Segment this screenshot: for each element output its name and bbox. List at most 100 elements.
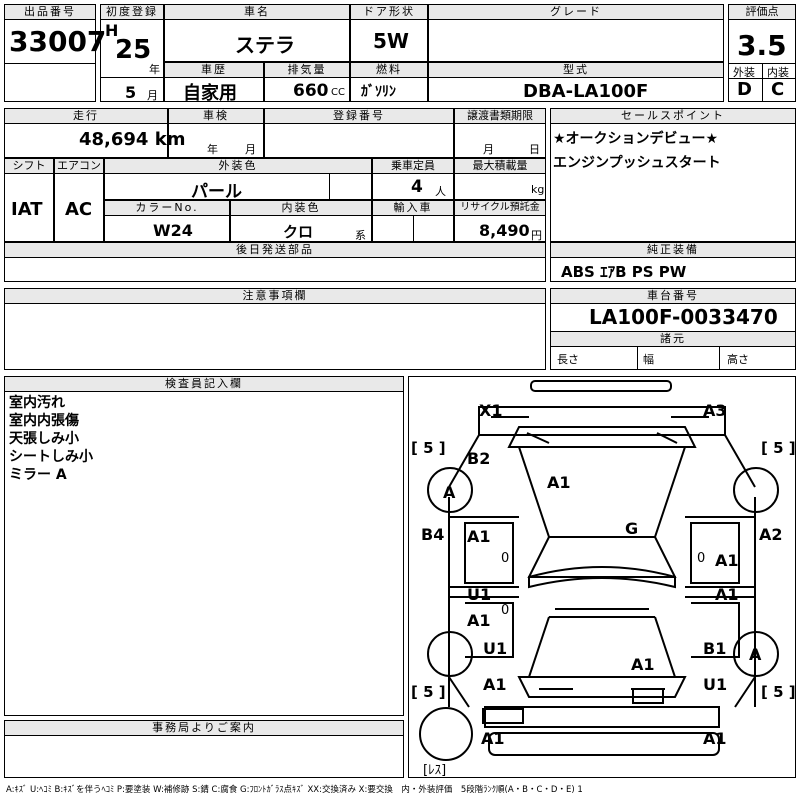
mark-b2: B2 xyxy=(467,449,491,468)
mark-a1-lr-door: A1 xyxy=(467,611,491,630)
lot-number-label: 出品番号 xyxy=(5,5,95,20)
caution-cell: 注意事項欄 xyxy=(4,288,546,370)
tire-front-right xyxy=(733,467,779,513)
displacement: 660 xyxy=(293,81,329,101)
mark-a1-rl-quarter: A1 xyxy=(483,675,507,694)
mark-g: G xyxy=(625,519,639,538)
score: 3.5 xyxy=(737,29,787,62)
first-registration-cell: 初度登録 H 25 年 5 月 xyxy=(100,4,164,102)
caution-label: 注意事項欄 xyxy=(5,289,545,304)
ac-cell: エアコン AC xyxy=(54,158,104,242)
chassis-number: LA100F-0033470 xyxy=(589,305,778,329)
office-cell: 事務局よりご案内 xyxy=(4,720,404,778)
model: DBA-LA100F xyxy=(523,81,649,102)
history: 自家用 xyxy=(183,83,237,104)
mileage-label: 走行 xyxy=(5,109,167,124)
model-label: 型式 xyxy=(429,63,723,78)
inspector-cell: 検査員記入欄 室内汚れ 室内内張傷 天張しみ小 シートしみ小 ミラー A xyxy=(4,376,404,716)
capacity-unit: 人 xyxy=(435,185,446,198)
width-label: 幅 xyxy=(643,353,654,366)
car-name-cell: 車名 ステラ xyxy=(164,4,350,62)
import-cell: 輸入車 xyxy=(372,200,454,242)
mileage-cell: 走行 48,694 km xyxy=(4,108,185,158)
mark-b1: B1 xyxy=(703,639,727,658)
car-diagram: [ 5 ] [ 5 ] [ 5 ] [ 5 ] [ﾚｽ] X1 A3 B2 A1… xyxy=(408,376,796,778)
score-cell: 評価点 3.5 外装 内装 D C xyxy=(728,4,796,102)
displacement-cell: 排気量 660 CC xyxy=(264,62,350,102)
inspector-line-4: シートしみ小 xyxy=(9,449,93,465)
tire-rl-depth: [ 5 ] xyxy=(411,683,446,701)
legend: A:ｷｽﾞ U:ﾍｺﾐ B:ｷｽﾞを伴うﾍｺﾐ P:要塗装 W:補修跡 S:錆 … xyxy=(6,785,583,795)
inspection-year-unit: 年 xyxy=(207,143,218,156)
equipment: ABS ｴｱB PS PW xyxy=(561,263,687,281)
year: 25 xyxy=(115,35,152,65)
inspection-month-unit: 月 xyxy=(245,143,256,156)
height-label: 高さ xyxy=(727,353,749,366)
color-no-cell: カラーNo. W24 xyxy=(104,200,230,242)
year-unit: 年 xyxy=(149,63,160,76)
door-cell: ドア形状 5W xyxy=(350,4,428,62)
lot-number: 33007 xyxy=(9,25,107,58)
lot-number-cell: 出品番号 33007 xyxy=(4,4,106,102)
ext-color-cell: 外装色 パール xyxy=(104,158,372,202)
fuel: ｶﾞｿﾘﾝ xyxy=(361,84,396,100)
shift-cell: シフト IAT xyxy=(4,158,54,242)
mark-b4: B4 xyxy=(421,525,445,544)
specs-label: 諸元 xyxy=(551,331,795,347)
transfer-month: 月 xyxy=(483,143,494,156)
month-unit: 月 xyxy=(147,89,158,102)
shift: IAT xyxy=(11,199,43,220)
tire-rear-right xyxy=(733,631,779,677)
grade-label: グレード xyxy=(429,5,723,20)
mark-a1-rear-left: A1 xyxy=(481,729,505,748)
reg-number-cell: 登録番号 xyxy=(264,108,454,158)
equipment-label: 純正装備 xyxy=(551,243,795,258)
ac-label: エアコン xyxy=(55,159,103,174)
door: 5W xyxy=(373,29,409,53)
equipment-cell: 純正装備 ABS ｴｱB PS PW xyxy=(550,242,796,282)
interior-score: C xyxy=(771,79,785,100)
fuel-cell: 燃料 ｶﾞｿﾘﾝ xyxy=(350,62,428,102)
mark-a1-rear-glass: A1 xyxy=(631,655,655,674)
tire-rear-left xyxy=(427,631,473,677)
sales-point-label: セールスポイント xyxy=(551,109,795,124)
sales-line-2: エンジンプッシュスタート xyxy=(553,155,721,171)
import-label: 輸入車 xyxy=(373,201,453,216)
color-no-label: カラーNo. xyxy=(105,201,229,216)
inspector-line-2: 室内内張傷 xyxy=(9,413,79,429)
transfer-day: 日 xyxy=(529,143,540,156)
mark-a2: A2 xyxy=(759,525,783,544)
ext-color: パール xyxy=(191,182,242,202)
color-no: W24 xyxy=(153,221,193,240)
inspector-line-5: ミラー A xyxy=(9,467,67,483)
mark-a1-rear-right: A1 xyxy=(703,729,727,748)
int-color-cell: 内装色 クロ 系 xyxy=(230,200,372,242)
mark-a1-lf-door: A1 xyxy=(467,527,491,546)
ac: AC xyxy=(65,199,93,220)
inspection-cell: 車検 年 月 xyxy=(168,108,264,158)
month: 5 xyxy=(125,83,137,102)
mark-a1-rf-door: A1 xyxy=(715,551,739,570)
inspector-line-3: 天張しみ小 xyxy=(9,431,79,447)
zero-mark-1: 0 xyxy=(501,551,510,566)
spare-tire xyxy=(419,707,473,761)
era: H xyxy=(105,21,119,40)
spare-label: [ﾚｽ] xyxy=(423,763,447,778)
mileage: 48,694 km xyxy=(79,129,186,150)
transfer-deadline-label: 譲渡書類期限 xyxy=(455,109,545,124)
displacement-label: 排気量 xyxy=(265,63,349,78)
shift-label: シフト xyxy=(5,159,53,174)
mark-a3: A3 xyxy=(703,401,727,420)
recycle-cell: リサイクル預託金 8,490 円 xyxy=(454,200,546,242)
ext-color-label: 外装色 xyxy=(105,159,371,174)
recycle-label: リサイクル預託金 xyxy=(455,201,545,216)
score-label: 評価点 xyxy=(729,5,795,20)
first-registration-label: 初度登録 xyxy=(101,5,163,20)
mark-x1: X1 xyxy=(479,401,503,420)
recycle-unit: 円 xyxy=(531,229,542,242)
mark-a-fl-tire: A xyxy=(443,483,456,502)
mark-a-rr-tire: A xyxy=(749,645,762,664)
capacity-label: 乗車定員 xyxy=(373,159,453,174)
length-label: 長さ xyxy=(557,353,579,366)
tire-front-left xyxy=(427,467,473,513)
